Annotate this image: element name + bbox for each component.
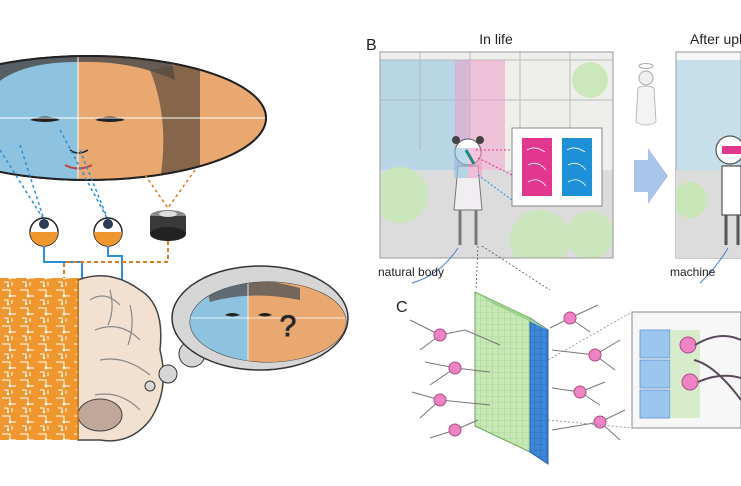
eye-icon	[29, 217, 59, 247]
neuron-icon	[409, 319, 501, 351]
label-machine: machine	[670, 265, 716, 279]
person-figure	[452, 136, 484, 245]
neuron-icon	[551, 409, 626, 441]
in-life-scene	[379, 51, 614, 259]
brain-icon	[0, 275, 165, 442]
arrow-right-icon	[634, 148, 668, 204]
panel-c-letter: C	[396, 299, 408, 316]
question-mark: ?	[280, 310, 297, 343]
neuron-icon	[551, 339, 621, 371]
panel-b: B In life After upl	[366, 31, 741, 284]
angel-figure-icon	[635, 63, 657, 126]
neuron-icon	[411, 391, 491, 419]
neuron-icon	[429, 419, 479, 439]
panel-b-letter: B	[366, 37, 377, 54]
zoom-inset	[631, 311, 741, 429]
after-upload-scene	[675, 51, 741, 259]
panel-b-title-in-life: In life	[479, 31, 513, 47]
panel-a: ?	[0, 55, 349, 442]
camera-lens-icon	[150, 210, 186, 241]
neuron-icon	[549, 304, 599, 333]
label-natural-body: natural body	[378, 265, 444, 279]
panel-b-title-after: After upl	[690, 31, 741, 47]
neuron-icon	[551, 381, 606, 406]
blue-panel	[562, 138, 592, 196]
electrode-array	[474, 291, 549, 465]
eye-icon	[93, 217, 123, 247]
thought-bubble: ?	[144, 265, 349, 392]
wiring	[43, 241, 169, 285]
face-visual-field	[0, 55, 267, 181]
magenta-panel	[522, 138, 552, 196]
panel-c: C	[396, 245, 741, 465]
projection-lines	[0, 129, 196, 221]
neuron-icon	[424, 361, 491, 386]
